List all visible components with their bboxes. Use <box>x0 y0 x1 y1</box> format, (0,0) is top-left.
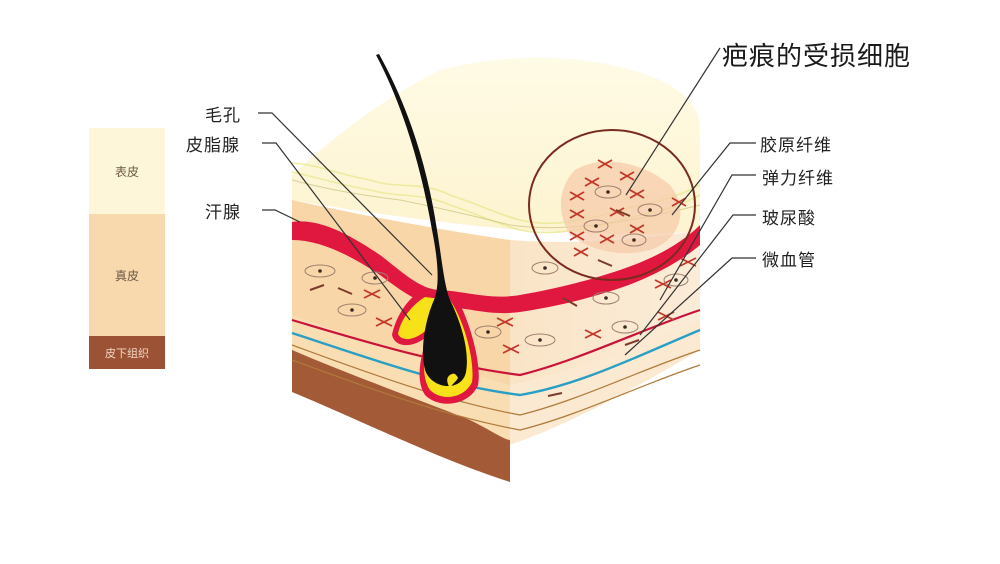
label-hair-pore: 毛孔 <box>205 106 241 126</box>
label-sweat-gland: 汗腺 <box>205 203 241 223</box>
hair-papilla <box>447 373 458 388</box>
legend-dermis: 真皮 <box>89 214 165 336</box>
blood-vessel <box>292 221 700 314</box>
label-hyaluronic-acid: 玻尿酸 <box>762 209 816 229</box>
legend-epidermis: 表皮 <box>89 128 165 214</box>
subcutaneous-layer <box>292 350 510 482</box>
label-collagen-fiber: 胶原纤维 <box>760 136 832 156</box>
cell-marks <box>304 185 689 347</box>
dermis-right-face <box>510 230 700 420</box>
label-scar-damaged-cells: 疤痕的受损细胞 <box>722 42 912 72</box>
scar-region-circle <box>528 129 696 281</box>
label-elastic-fiber: 弹力纤维 <box>762 169 834 189</box>
leader-lines <box>258 47 756 356</box>
label-capillary: 微血管 <box>762 251 816 271</box>
layer-legend: 表皮 真皮 皮下组织 <box>89 128 165 369</box>
elastic-fiber-marks <box>309 209 640 397</box>
hair-shaft <box>376 54 467 387</box>
legend-subcutaneous: 皮下组织 <box>89 336 165 369</box>
label-sebaceous-gland: 皮脂腺 <box>186 136 240 156</box>
nerve-line <box>291 328 701 397</box>
